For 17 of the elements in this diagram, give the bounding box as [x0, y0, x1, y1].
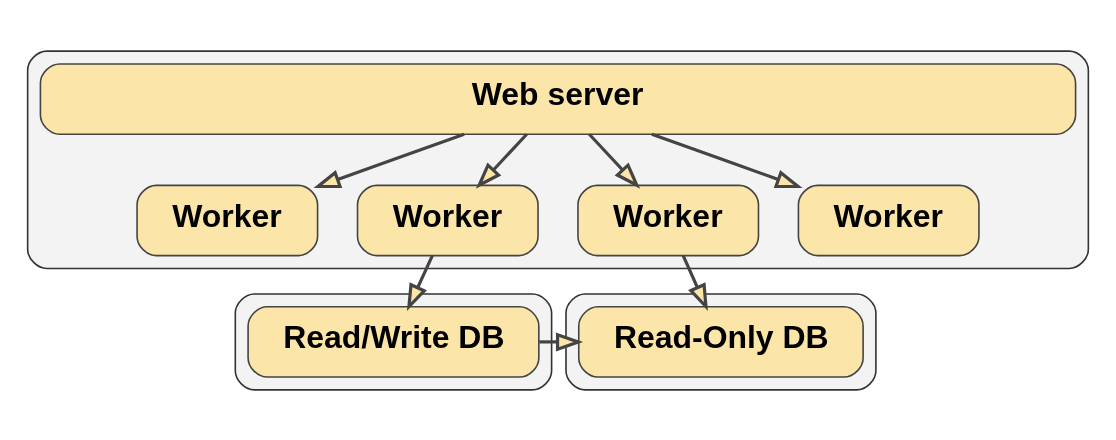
- arrow: [475, 132, 528, 189]
- cluster: [565, 292, 877, 391]
- node-box: Worker: [797, 184, 980, 256]
- arrow: [651, 132, 803, 188]
- node-box: Read-Only DB: [577, 305, 864, 378]
- arrow: [539, 331, 584, 351]
- cluster: [234, 292, 553, 391]
- cluster: [26, 49, 1090, 269]
- arrow: [588, 132, 641, 189]
- arrow: [406, 254, 434, 311]
- node-box: Read/Write DB: [247, 305, 540, 378]
- arrow: [313, 132, 465, 188]
- node-box: Worker: [577, 184, 760, 256]
- node-box: Web server: [39, 62, 1077, 135]
- arrow: [681, 254, 708, 311]
- node-box: Worker: [356, 184, 539, 256]
- node-box: Worker: [136, 184, 319, 256]
